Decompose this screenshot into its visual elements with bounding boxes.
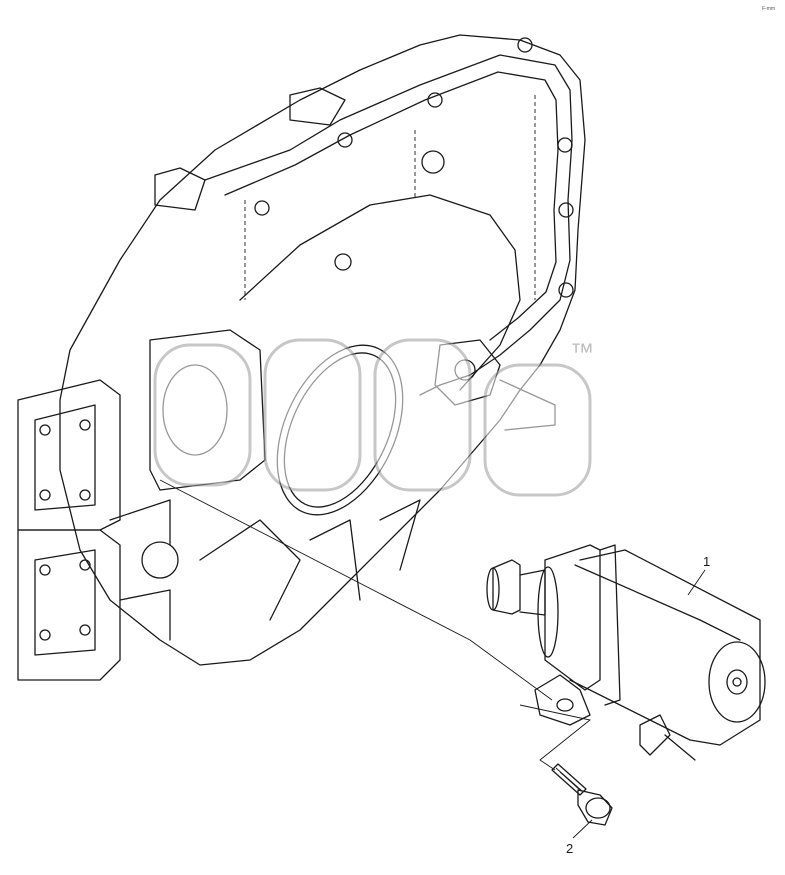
callout-1: 1 — [687, 554, 710, 596]
watermark-logo: ™ — [153, 338, 594, 497]
flange-bolt — [551, 763, 613, 826]
starter-motor — [486, 544, 766, 761]
callout-1-label: 1 — [703, 554, 710, 569]
assembly-lines — [159, 479, 592, 771]
watermark-tm: ™ — [570, 339, 594, 366]
callout-2: 2 — [566, 819, 593, 856]
corner-mark: F-mm — [762, 6, 775, 12]
callout-2-label: 2 — [566, 841, 573, 856]
